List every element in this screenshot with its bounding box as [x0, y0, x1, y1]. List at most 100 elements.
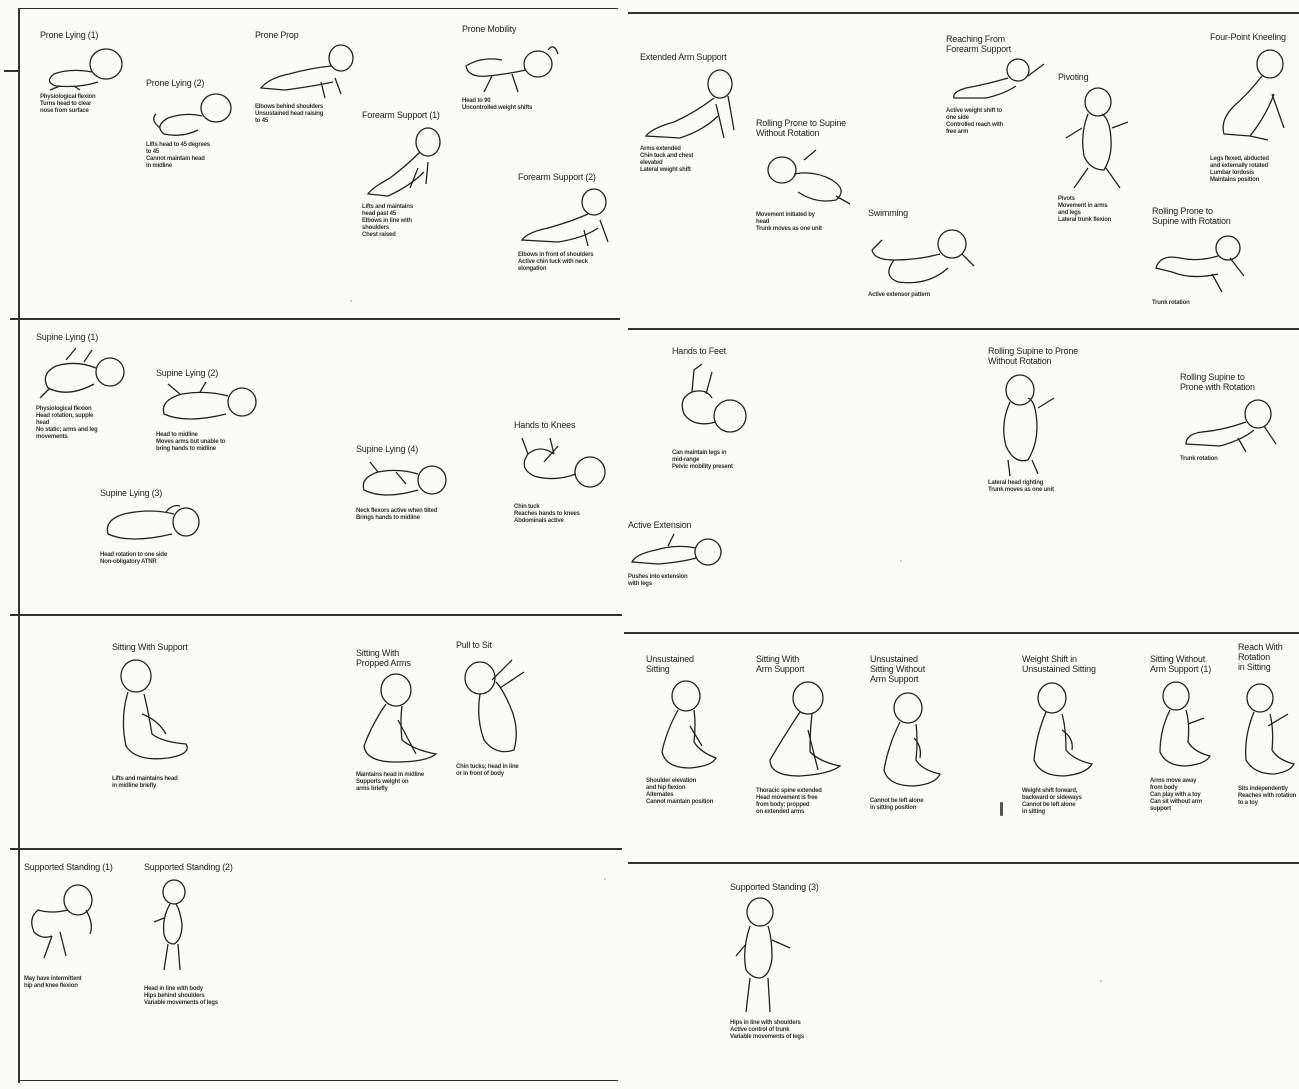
tick-mark — [4, 70, 18, 72]
milestone-description: May have intermittent hip and knee flexi… — [24, 976, 82, 989]
scan-speck — [350, 300, 352, 302]
milestone-reach-rotation-sitting: Reach With Rotation in Sitting Sits inde… — [1238, 642, 1299, 807]
infant-sitting-figure — [1022, 676, 1132, 786]
milestone-swimming: Swimming Active extensor pattern — [868, 208, 978, 299]
milestone-description: Head in line with body Hips behind shoul… — [144, 986, 218, 1006]
infant-standing-figure — [730, 894, 860, 1018]
divider-sitting-standing-left — [10, 848, 622, 850]
milestone-description: Sits independently Reaches with rotation… — [1238, 786, 1297, 806]
milestone-description: Maintains head in midline Supports weigh… — [356, 772, 425, 792]
milestone-title: Rolling Prone to Supine Without Rotation — [756, 118, 846, 138]
milestone-title: Supported Standing (1) — [24, 862, 113, 872]
milestone-title: Pivoting — [1058, 72, 1089, 82]
milestone-title: Unsustained Sitting — [646, 654, 694, 674]
infant-rolling-figure — [988, 368, 1108, 478]
milestone-description: Lifts head to 45 degrees to 45 Cannot ma… — [146, 142, 210, 169]
milestone-supine-lying-3: Supine Lying (3) Head rotation to one si… — [100, 488, 210, 566]
milestone-title: Reaching From Forearm Support — [946, 34, 1012, 54]
infant-forearm-support-figure — [362, 122, 462, 202]
milestone-description: Physiological flexion Turns head to clea… — [40, 94, 96, 114]
milestone-description: Neck flexors active when tilted Brings h… — [356, 508, 438, 521]
bottom-rule — [18, 1080, 618, 1081]
milestone-title: Pull to Sit — [456, 640, 492, 650]
milestone-prone-lying-2: Prone Lying (2) Lifts head to 45 degrees… — [146, 78, 236, 170]
infant-hands-to-knees-figure — [514, 432, 624, 502]
infant-extended-arm-figure — [640, 64, 750, 144]
milestone-description: Lifts and maintains head past 45 Elbows … — [362, 204, 413, 238]
milestone-title: Hands to Knees — [514, 420, 576, 430]
milestone-prone-mobility: Prone Mobility Head to 90 Uncontrolled w… — [462, 24, 572, 112]
milestone-description: Cannot be left alone in sitting position — [870, 798, 924, 811]
milestone-forearm-support-2: Forearm Support (2) Elbows in front of s… — [518, 172, 623, 273]
divider-supine-sitting-right — [624, 632, 1299, 634]
milestone-title: Extended Arm Support — [640, 52, 727, 62]
milestone-description: Arms extended Chin tuck and chest elevat… — [640, 146, 694, 173]
milestone-hands-to-knees: Hands to Knees Chin tuck Reaches hands t… — [514, 420, 624, 525]
milestone-description: Shoulder elevation and hip flexion Alter… — [646, 778, 714, 805]
milestone-title: Forearm Support (2) — [518, 172, 596, 182]
milestone-description: Chin tucks; head in line or in front of … — [456, 764, 519, 777]
milestone-rolling-prone-supine-rotation: Rolling Prone to Supine with Rotation Tr… — [1152, 206, 1262, 307]
milestone-title: Four-Point Kneeling — [1210, 32, 1286, 42]
milestone-supine-lying-1: Supine Lying (1) Physiological flexion H… — [36, 332, 136, 441]
milestone-rolling-supine-prone-no-rotation: Rolling Supine to Prone Without Rotation… — [988, 346, 1108, 494]
infant-prone-prop-figure — [255, 42, 355, 102]
top-rule-left — [18, 8, 618, 9]
infant-hands-to-feet-figure — [672, 358, 772, 448]
milestone-title: Sitting With Propped Arms — [356, 648, 411, 668]
milestone-title: Unsustained Sitting Without Arm Support — [870, 654, 926, 684]
milestone-title: Active Extension — [628, 520, 692, 530]
infant-prone-mobility-figure — [462, 36, 572, 96]
milestone-title: Supine Lying (3) — [100, 488, 163, 498]
milestone-description: Pivots Movement in arms and legs Lateral… — [1058, 196, 1112, 223]
scan-speck — [604, 878, 606, 880]
infant-rolling-figure — [756, 140, 876, 210]
milestone-weight-shift-sitting: Weight Shift in Unsustained Sitting Weig… — [1022, 654, 1132, 816]
milestone-title: Supported Standing (3) — [730, 882, 819, 892]
milestone-prone-lying-1: Prone Lying (1) Physiological flexion Tu… — [40, 30, 140, 115]
milestone-supine-lying-2: Supine Lying (2) Head to midline Moves a… — [156, 368, 266, 453]
infant-sitting-figure — [356, 670, 456, 770]
milestone-unsustained-sitting: Unsustained Sitting Shoulder elevation a… — [646, 654, 746, 806]
milestone-description: Lifts and maintains head in midline brie… — [112, 776, 178, 789]
milestone-title: Sitting Without Arm Support (1) — [1150, 654, 1212, 674]
milestone-description: Arms move away from body Can play with a… — [1150, 778, 1202, 812]
milestone-forearm-support-1: Forearm Support (1) Lifts and maintains … — [362, 110, 462, 239]
milestone-title: Forearm Support (1) — [362, 110, 440, 120]
milestone-title: Sitting With Support — [112, 642, 188, 652]
milestone-pivoting: Pivoting Pivots Movement in arms and leg… — [1058, 72, 1138, 224]
infant-pull-to-sit-figure — [456, 652, 556, 762]
milestone-supported-standing-2: Supported Standing (2) Head in line with… — [144, 862, 264, 1007]
infant-supine-figure — [36, 344, 136, 404]
milestone-description: Elbows behind shoulders Unsustained head… — [255, 104, 324, 124]
milestone-active-extension: Active Extension Pushes into extension w… — [628, 520, 728, 588]
milestone-sitting-without-arm-support-1: Sitting Without Arm Support (1) Arms mov… — [1150, 654, 1240, 813]
infant-supine-figure — [156, 380, 266, 430]
milestone-prone-prop: Prone Prop Elbows behind shoulders Unsus… — [255, 30, 355, 125]
milestone-supported-standing-3: Supported Standing (3) Hips in line with… — [730, 882, 860, 1041]
top-rule-right — [628, 12, 1299, 14]
infant-prone-figure — [40, 42, 140, 92]
milestone-description: Active extensor pattern — [868, 292, 931, 298]
milestone-title: Rolling Supine to Prone with Rotation — [1180, 372, 1255, 392]
milestone-reaching-forearm-support: Reaching From Forearm Support Active wei… — [946, 34, 1056, 136]
milestone-title: Prone Lying (1) — [40, 30, 99, 40]
milestone-description: Physiological flexion Head rotation, sup… — [36, 406, 98, 440]
milestone-description: Head rotation to one side Non-obligatory… — [100, 552, 168, 565]
milestone-description: Lateral head righting Trunk moves as one… — [988, 480, 1054, 493]
milestone-description: Head to 90 Uncontrolled weight shifts — [462, 98, 533, 111]
infant-sitting-figure — [112, 654, 232, 774]
milestone-title: Prone Prop — [255, 30, 299, 40]
scan-speck — [900, 560, 902, 562]
milestone-description: Legs flexed, abducted and externally rot… — [1210, 156, 1269, 183]
infant-standing-figure — [144, 874, 264, 984]
milestone-four-point-kneeling: Four-Point Kneeling Legs flexed, abducte… — [1210, 32, 1299, 184]
milestone-title: Reach With Rotation in Sitting — [1238, 642, 1283, 672]
infant-sitting-figure — [646, 676, 746, 776]
infant-extension-figure — [628, 532, 728, 572]
milestone-description: Trunk rotation — [1152, 300, 1190, 306]
milestone-description: Trunk rotation — [1180, 456, 1218, 462]
infant-sitting-figure — [1238, 674, 1299, 784]
milestone-title: Supine Lying (4) — [356, 444, 419, 454]
